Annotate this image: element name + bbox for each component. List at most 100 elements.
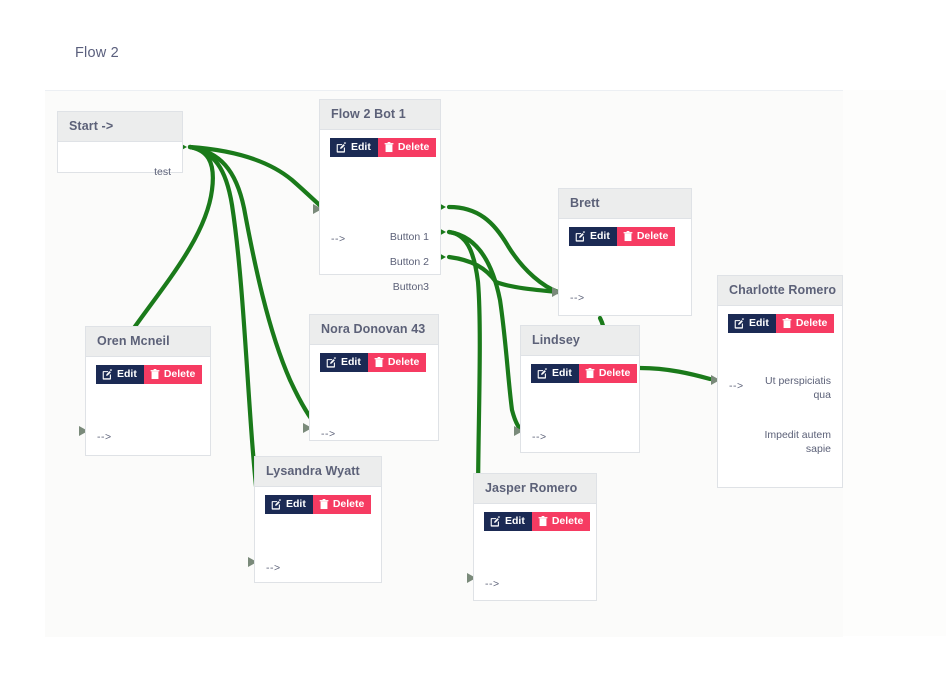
node-output-port[interactable]: test	[154, 166, 171, 178]
node-action-row: Edit Delete	[521, 356, 639, 383]
delete-button-label: Delete	[598, 367, 631, 380]
node-output-port[interactable]: Button 1	[389, 231, 429, 243]
edit-button-label: Edit	[505, 515, 525, 528]
flow-node-nora[interactable]: Nora Donovan 43 Edit Delete -->	[309, 314, 439, 441]
delete-button[interactable]: Delete	[143, 365, 203, 384]
flow-node-start[interactable]: Start -> test	[57, 111, 183, 178]
node-body: test	[58, 142, 182, 178]
delete-button-label: Delete	[332, 498, 365, 511]
node-title: Nora Donovan 43	[310, 315, 438, 345]
edit-button-label: Edit	[341, 356, 361, 369]
delete-button[interactable]: Delete	[377, 138, 437, 157]
page-title: Flow 2	[75, 45, 119, 61]
node-action-row: Edit Delete	[310, 345, 438, 372]
delete-button-label: Delete	[551, 515, 584, 528]
node-title: Oren Mcneil	[86, 327, 210, 357]
edit-button-label: Edit	[552, 367, 572, 380]
node-title: Start ->	[58, 112, 182, 142]
node-input-port[interactable]: -->	[331, 233, 346, 245]
node-title: Brett	[559, 189, 691, 219]
delete-button-label: Delete	[795, 317, 828, 330]
edit-button[interactable]: Edit	[484, 512, 532, 531]
trash-icon	[782, 318, 792, 329]
node-output-port[interactable]: Button3	[392, 281, 429, 293]
trash-icon	[319, 499, 329, 510]
delete-button-label: Delete	[387, 356, 420, 369]
delete-button-label: Delete	[397, 141, 430, 154]
trash-icon	[585, 368, 595, 379]
trash-icon	[384, 142, 394, 153]
trash-icon	[374, 357, 384, 368]
node-action-row: Edit Delete	[255, 487, 381, 514]
node-input-port[interactable]: -->	[485, 578, 500, 590]
delete-button[interactable]: Delete	[531, 512, 591, 531]
edit-button[interactable]: Edit	[728, 314, 776, 333]
node-body: Edit Delete -->	[255, 487, 381, 581]
edit-icon	[326, 357, 337, 368]
node-output-port[interactable]: Button 2	[389, 256, 429, 268]
edit-icon	[490, 516, 501, 527]
node-action-row: Edit Delete	[474, 504, 596, 531]
node-title: Lysandra Wyatt	[255, 457, 381, 487]
node-title: Jasper Romero	[474, 474, 596, 504]
node-body: Edit Delete -->	[521, 356, 639, 451]
edit-icon	[336, 142, 347, 153]
edit-button[interactable]: Edit	[330, 138, 378, 157]
edit-icon	[271, 499, 282, 510]
edit-button[interactable]: Edit	[96, 365, 144, 384]
delete-button[interactable]: Delete	[775, 314, 835, 333]
edit-icon	[102, 369, 113, 380]
node-body: Edit Delete -->	[474, 504, 596, 599]
flow-canvas-overflow	[843, 90, 946, 636]
delete-button[interactable]: Delete	[578, 364, 638, 383]
node-input-port[interactable]: -->	[532, 431, 547, 443]
node-text-block: Impedit autem sapie	[764, 429, 831, 455]
edit-button-label: Edit	[749, 317, 769, 330]
node-title: Flow 2 Bot 1	[320, 100, 440, 130]
node-input-port[interactable]: -->	[321, 428, 336, 440]
node-action-row: Edit Delete	[559, 219, 691, 246]
node-action-row: Edit Delete	[718, 306, 842, 333]
trash-icon	[538, 516, 548, 527]
edit-button[interactable]: Edit	[569, 227, 617, 246]
delete-button[interactable]: Delete	[312, 495, 372, 514]
edit-icon	[575, 231, 586, 242]
edit-button-label: Edit	[590, 230, 610, 243]
node-action-row: Edit Delete	[320, 130, 440, 157]
edit-icon	[734, 318, 745, 329]
flow-node-flow2bot1[interactable]: Flow 2 Bot 1 Edit Delete --> Button 1 Button …	[319, 99, 441, 293]
node-body: Edit Delete --> Button 1 Button 2 Button3	[320, 130, 440, 293]
edit-button[interactable]: Edit	[531, 364, 579, 383]
node-body: Edit Delete -->	[559, 219, 691, 314]
node-input-port[interactable]: -->	[97, 431, 112, 443]
edit-button-label: Edit	[351, 141, 371, 154]
flow-header-band	[45, 20, 843, 90]
node-action-row: Edit Delete	[86, 357, 210, 384]
edit-button-label: Edit	[286, 498, 306, 511]
delete-button[interactable]: Delete	[367, 353, 427, 372]
edit-icon	[537, 368, 548, 379]
node-input-port[interactable]: -->	[729, 380, 744, 392]
delete-button-label: Delete	[636, 230, 669, 243]
delete-button-label: Delete	[163, 368, 196, 381]
edit-button[interactable]: Edit	[265, 495, 313, 514]
node-body: Edit Delete -->	[310, 345, 438, 440]
node-title: Lindsey	[521, 326, 639, 356]
trash-icon	[623, 231, 633, 242]
node-input-port[interactable]: -->	[266, 562, 281, 574]
node-input-port[interactable]: -->	[570, 292, 585, 304]
node-body: Edit Delete -->	[86, 357, 210, 454]
node-text-block: Ut perspiciatis qua	[765, 375, 831, 401]
node-title: Charlotte Romero	[718, 276, 842, 306]
delete-button[interactable]: Delete	[616, 227, 676, 246]
edit-button-label: Edit	[117, 368, 137, 381]
edit-button[interactable]: Edit	[320, 353, 368, 372]
